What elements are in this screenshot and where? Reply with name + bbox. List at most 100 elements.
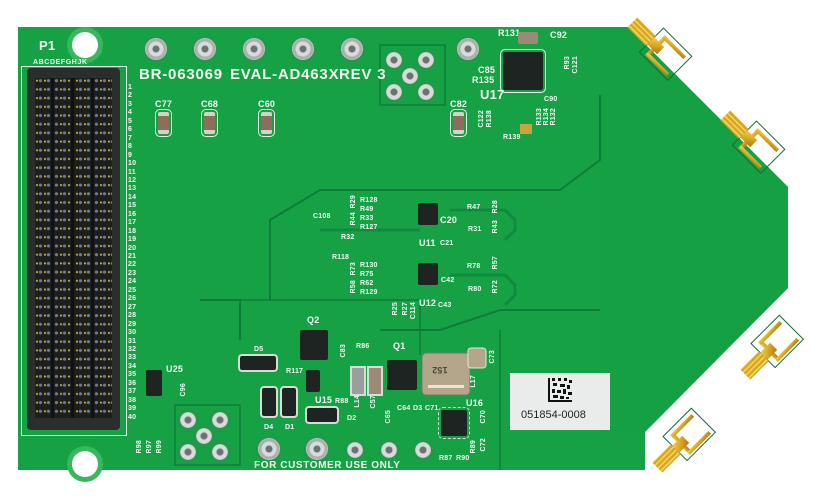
label-c77: C77 — [155, 99, 173, 109]
connector-row-number: 14 — [128, 193, 137, 201]
label-r134: R134 — [543, 108, 550, 126]
label-c42: C42 — [441, 277, 455, 284]
label-r99: R99 — [156, 440, 163, 454]
test-point — [292, 38, 314, 60]
connector-row-number: 28 — [128, 312, 137, 320]
label-r32: R32 — [341, 234, 355, 241]
label-c108: C108 — [313, 213, 331, 220]
label-r135: R135 — [472, 75, 495, 85]
label-c73: C73 — [489, 350, 496, 364]
test-point — [258, 438, 280, 460]
label-c83: C83 — [340, 344, 347, 358]
label-r29: R29 — [350, 195, 357, 209]
ic-u12 — [418, 263, 438, 285]
inductor-l14 — [350, 366, 366, 396]
label-r97: R97 — [146, 440, 153, 454]
label-r127: R127 — [360, 224, 378, 231]
test-point — [418, 84, 434, 100]
test-point — [212, 444, 228, 460]
capacitor-c57 — [367, 366, 383, 396]
label-c20: C20 — [440, 215, 458, 225]
label-c90: C90 — [544, 96, 558, 103]
label-u15: U15 — [315, 395, 333, 405]
label-l14: L14 — [354, 395, 361, 408]
serial-sticker: 051854-0008 — [510, 373, 610, 430]
label-r49: R49 — [360, 206, 374, 213]
connector-row-number: 34 — [128, 362, 137, 370]
label-r31: R31 — [468, 226, 482, 233]
connector-row-number: 24 — [128, 278, 137, 286]
label-r27: R27 — [402, 302, 409, 316]
board-name: EVAL-AD463X — [230, 66, 340, 83]
test-point — [145, 38, 167, 60]
connector-row-number: 7 — [128, 134, 133, 142]
connector-row-number: 39 — [128, 405, 137, 413]
label-r72: R72 — [492, 280, 499, 294]
label-u25: U25 — [166, 364, 184, 374]
label-r118: R118 — [332, 254, 350, 261]
revision: REV 3 — [339, 66, 387, 83]
label-r90: R90 — [456, 455, 470, 462]
label-c71: C71 — [425, 405, 439, 412]
connector-row-number: 26 — [128, 295, 137, 303]
label-c122: C122 — [478, 110, 485, 128]
test-point — [180, 412, 196, 428]
connector-row-number: 16 — [128, 210, 137, 218]
label-r73: R73 — [350, 262, 357, 276]
label-r87: R87 — [439, 455, 453, 462]
label-d4: D4 — [264, 424, 274, 431]
label-r62: R62 — [360, 280, 374, 287]
connector-row-number: 9 — [128, 151, 133, 159]
label-r117: R117 — [286, 368, 304, 375]
connector-row-number: 1 — [128, 84, 133, 91]
test-point — [418, 52, 434, 68]
diode-d2 — [305, 406, 339, 424]
label-d3: D3 — [413, 405, 423, 412]
connector-row-number: 22 — [128, 261, 137, 269]
label-d2: D2 — [347, 415, 357, 422]
label-q1: Q1 — [393, 341, 406, 351]
connector-row-number: 6 — [128, 126, 133, 134]
label-c43: C43 — [438, 302, 452, 309]
connector-row-number: 12 — [128, 176, 137, 184]
sma-connector-4 — [652, 407, 717, 473]
label-r44: R44 — [350, 212, 357, 226]
connector-row-number: 19 — [128, 236, 137, 244]
mounting-hole-top — [72, 32, 98, 58]
label-r58: R58 — [350, 280, 357, 294]
test-point — [386, 84, 402, 100]
connector-row-number: 17 — [128, 219, 137, 227]
connector-p1 — [27, 68, 120, 430]
label-r75: R75 — [360, 271, 374, 278]
test-point — [341, 38, 363, 60]
connector-row-number: 20 — [128, 244, 137, 252]
label-r86: R86 — [356, 343, 370, 350]
connector-row-number: 2 — [128, 92, 133, 100]
label-q2: Q2 — [307, 315, 320, 325]
connector-row-number: 23 — [128, 269, 137, 277]
label-c82: C82 — [450, 99, 468, 109]
connector-row-number: 13 — [128, 185, 137, 193]
label-c68: C68 — [201, 99, 219, 109]
connector-row-number: 18 — [128, 227, 137, 235]
label-r28: R28 — [492, 200, 499, 214]
label-r133: R133 — [536, 108, 543, 126]
label-r25: R25 — [392, 302, 399, 316]
ic-u17 — [500, 49, 546, 93]
diode-d5 — [238, 354, 278, 372]
label-c21: C21 — [440, 240, 454, 247]
label-u17: U17 — [480, 87, 505, 102]
label-c114: C114 — [410, 302, 417, 320]
sma-connector-1 — [627, 17, 693, 82]
label-r128: R128 — [360, 197, 378, 204]
label-r93: R93 — [564, 56, 571, 70]
label-r47: R47 — [467, 204, 481, 211]
connector-row-number: 35 — [128, 371, 137, 379]
connector-row-number: 36 — [128, 379, 137, 387]
label-l17: L17 — [470, 375, 477, 388]
diode-d1 — [280, 386, 298, 418]
label-c92: C92 — [550, 30, 568, 40]
footer-text: FOR CUSTOMER USE ONLY — [254, 460, 401, 471]
label-r98: R98 — [136, 440, 143, 454]
